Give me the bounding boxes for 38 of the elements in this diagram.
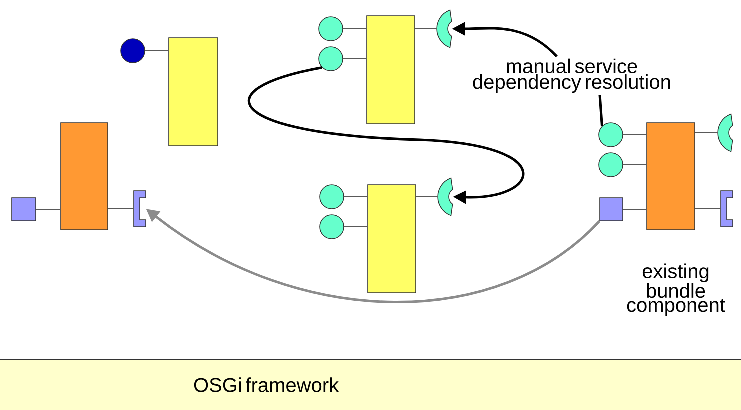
interface-circle <box>320 184 344 210</box>
interface-circle <box>598 152 624 178</box>
interface-circle <box>320 214 344 240</box>
connector-line <box>36 209 62 210</box>
bracket-symbol <box>720 190 734 228</box>
description-text: existing bundle component <box>627 264 726 316</box>
component-box <box>60 122 108 230</box>
square-port <box>12 198 36 222</box>
connector-line <box>622 164 648 166</box>
bracket-symbol <box>134 190 146 228</box>
connector-line <box>622 134 648 136</box>
connector-line <box>144 50 170 52</box>
component-box <box>368 184 416 294</box>
connector-line <box>694 132 718 134</box>
component-box <box>646 122 696 230</box>
socket-symbol <box>436 10 452 48</box>
square-port <box>600 198 624 222</box>
socket-symbol <box>718 114 734 152</box>
connector-line <box>342 58 368 60</box>
connector-line <box>622 209 648 210</box>
arrow <box>248 66 524 204</box>
connector-line <box>108 208 134 210</box>
socket-symbol <box>438 178 454 216</box>
connector-line <box>694 208 722 210</box>
connector-line <box>414 28 438 30</box>
annotation-text: manual service dependency resolution <box>473 58 670 94</box>
connector-line <box>416 196 438 198</box>
framework-band: OSGi framework <box>0 359 741 410</box>
interface-circle <box>120 38 146 64</box>
interface-circle <box>598 122 624 148</box>
component-box <box>366 16 416 124</box>
connector-line <box>344 196 368 198</box>
component-box <box>168 38 218 146</box>
connector-line <box>344 226 368 228</box>
connector-line <box>342 28 368 30</box>
interface-circle <box>318 46 344 72</box>
leader-line <box>598 95 604 126</box>
interface-circle <box>318 16 344 42</box>
